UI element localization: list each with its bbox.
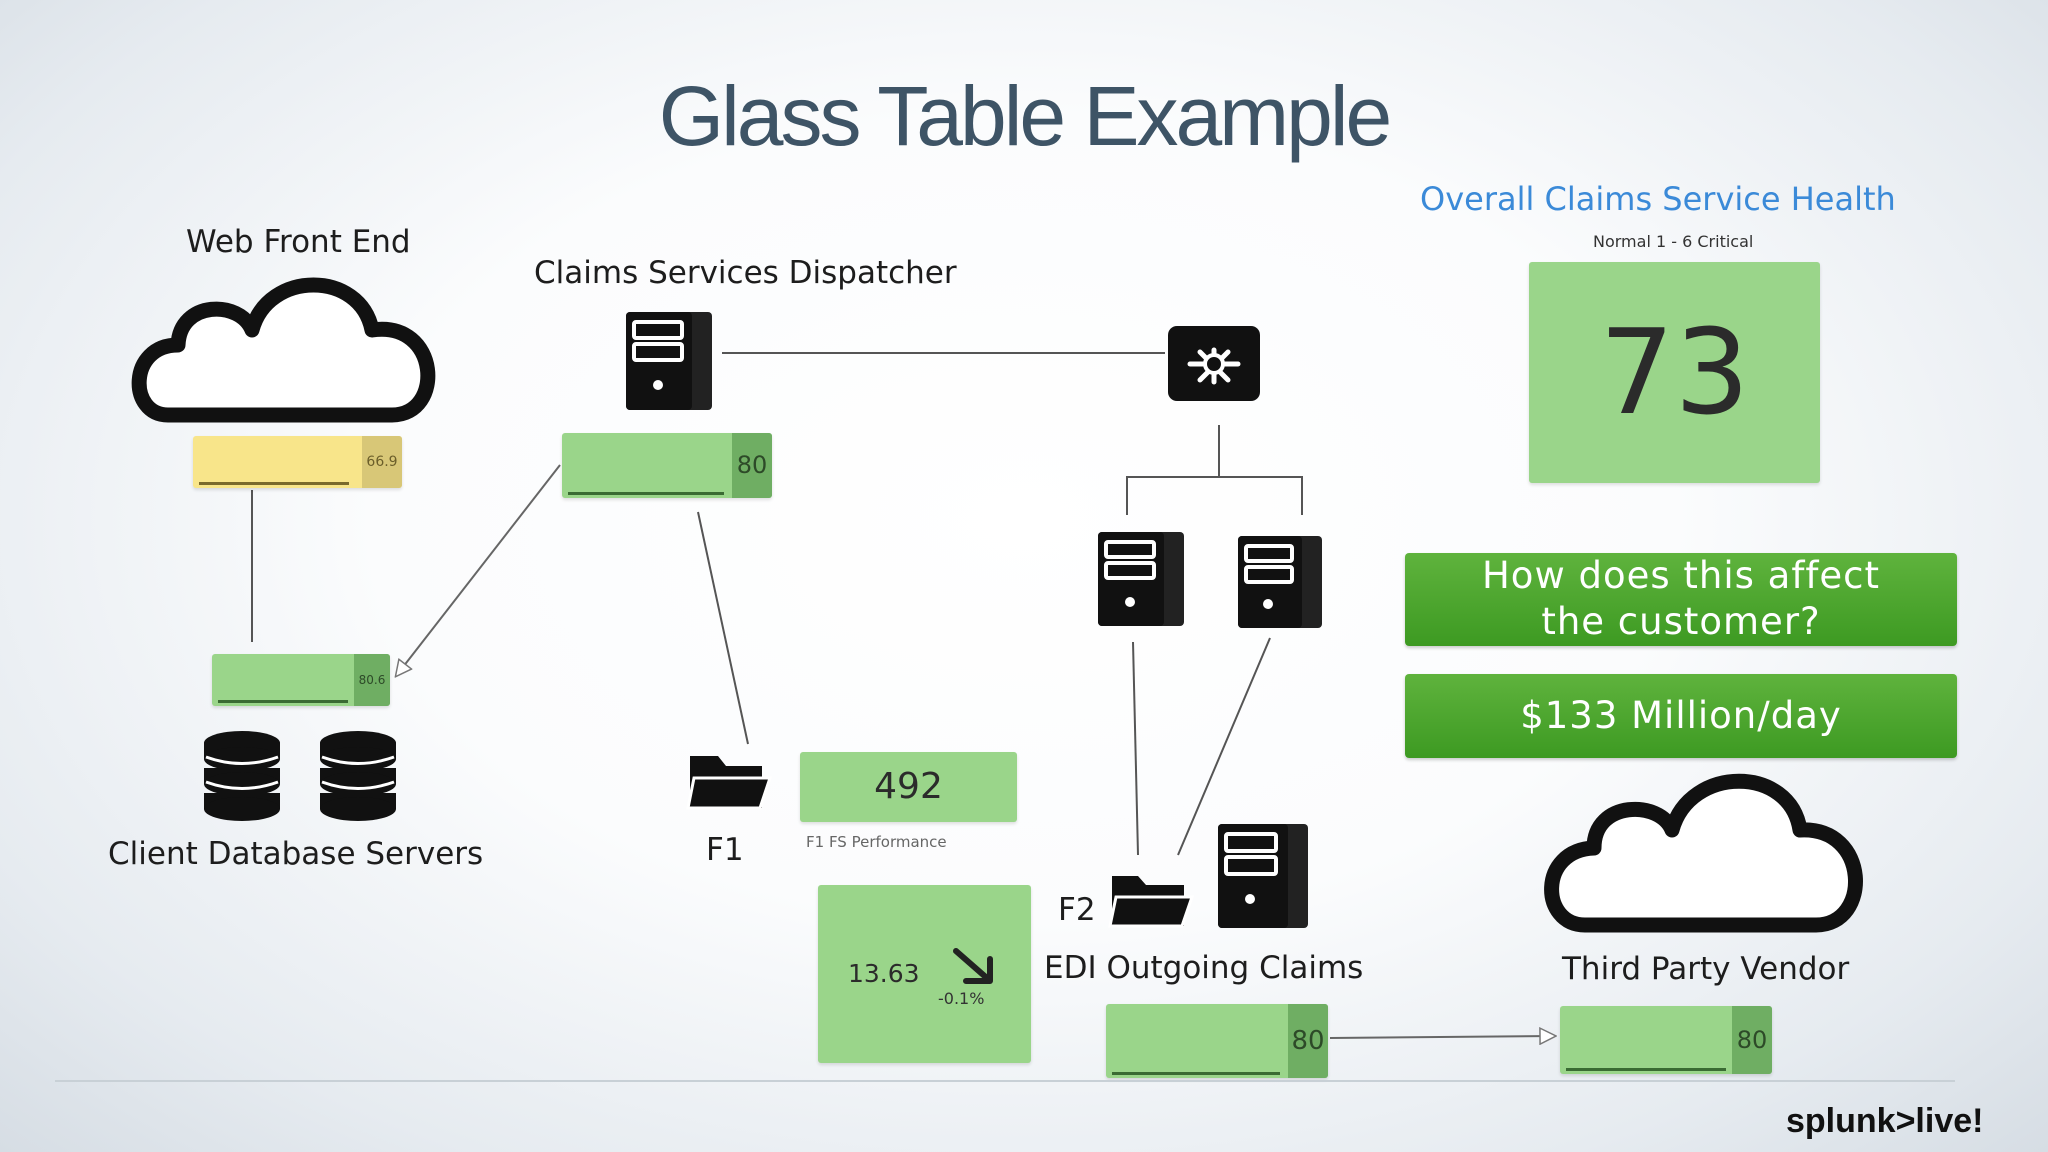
line-edi-to-vendor bbox=[1329, 1036, 1555, 1038]
customer-question-line2: the customer? bbox=[1541, 600, 1821, 643]
f2-label: F2 bbox=[1058, 892, 1096, 928]
health-score-tile[interactable]: 73 bbox=[1529, 262, 1820, 483]
line-router-branch bbox=[1126, 476, 1303, 515]
customer-impact-question-button[interactable]: How does this affect the customer? bbox=[1405, 553, 1957, 646]
vendor-label: Third Party Vendor bbox=[1562, 951, 1850, 987]
splunk-live-logo: splunk>live! bbox=[1786, 1102, 1984, 1140]
web-front-end-kpi-value: 66.9 bbox=[362, 436, 402, 488]
health-score-value: 73 bbox=[1599, 303, 1750, 441]
f1-label: F1 bbox=[706, 832, 744, 868]
f1-caption: F1 FS Performance bbox=[806, 833, 947, 851]
dispatcher-kpi[interactable]: 80 bbox=[562, 433, 772, 498]
trend-tile[interactable]: 13.63 -0.1% bbox=[818, 885, 1031, 1063]
line-server-right-to-f2 bbox=[1177, 637, 1271, 856]
trend-value: 13.63 bbox=[848, 959, 920, 988]
dispatcher-kpi-value: 80 bbox=[732, 433, 772, 498]
client-db-kpi[interactable]: 80.6 bbox=[212, 654, 390, 706]
f1-value: 492 bbox=[874, 766, 943, 807]
line-server-left-to-f2 bbox=[1132, 641, 1139, 856]
health-subtitle: Normal 1 - 6 Critical bbox=[1593, 232, 1754, 251]
client-db-kpi-value: 80.6 bbox=[354, 654, 390, 706]
dispatcher-label: Claims Services Dispatcher bbox=[534, 255, 957, 291]
footer-divider bbox=[55, 1080, 1955, 1082]
f1-value-tile[interactable]: 492 bbox=[800, 752, 1017, 822]
vendor-kpi[interactable]: 80 bbox=[1560, 1006, 1772, 1074]
page-title: Glass Table Example bbox=[658, 69, 1393, 163]
client-db-label: Client Database Servers bbox=[108, 836, 484, 872]
line-dispatcher-to-f1 bbox=[697, 511, 749, 745]
trend-change: -0.1% bbox=[938, 989, 985, 1008]
web-front-end-label: Web Front End bbox=[186, 224, 411, 260]
line-dispatcher-to-db bbox=[396, 464, 561, 676]
edi-kpi[interactable]: 80 bbox=[1106, 1004, 1328, 1078]
web-front-end-kpi[interactable]: 66.9 bbox=[193, 436, 402, 488]
health-title: Overall Claims Service Health bbox=[1420, 180, 1896, 218]
impact-value-button[interactable]: $133 Million/day bbox=[1405, 674, 1957, 758]
customer-question-line1: How does this affect bbox=[1481, 554, 1881, 597]
trend-down-arrow-icon bbox=[953, 948, 993, 984]
edi-label: EDI Outgoing Claims bbox=[1044, 950, 1364, 986]
vendor-kpi-value: 80 bbox=[1732, 1006, 1772, 1074]
edi-kpi-value: 80 bbox=[1288, 1004, 1328, 1078]
